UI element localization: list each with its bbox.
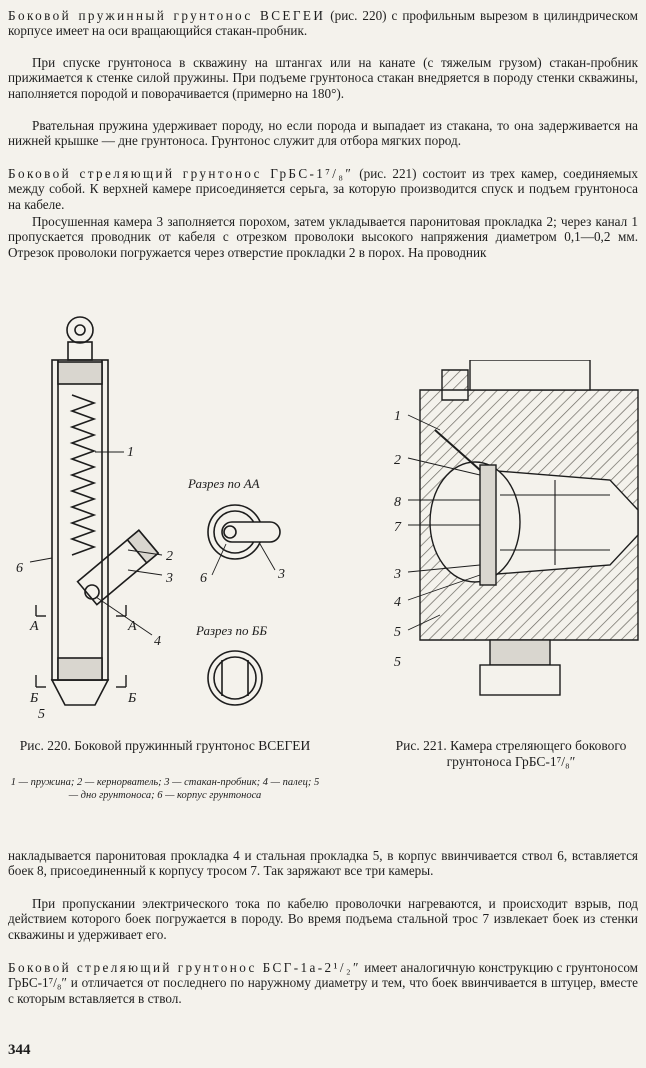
fig220-caption: Рис. 220. Боковой пружинный грунтонос ВС… <box>19 738 311 753</box>
fig221-label-7: 7 <box>394 520 402 535</box>
figure-221-drawing: 1 2 8 7 3 4 5 5 <box>393 360 639 696</box>
fig220-legend: 1 — пружина; 2 — кернорватель; 3 — стака… <box>10 777 320 801</box>
fig221-caption: Рис. 221. Камера стреляющего бокового гр… <box>395 738 627 769</box>
paragraph-2: При спуске грунтоноса в скважину на штан… <box>8 55 638 101</box>
fig220-section-bb-title: Разрез по ББ <box>195 623 267 638</box>
fig220-label-6: 6 <box>16 561 23 576</box>
fig220-label-4: 4 <box>154 634 161 649</box>
fig221-label-3: 3 <box>393 567 401 582</box>
fig220-section-a-left: А <box>29 619 39 634</box>
fig220-aa-label-3: 3 <box>277 567 285 582</box>
fig220-section-a-right: А <box>127 619 137 634</box>
paragraph-3: Рвательная пружина удерживает породу, но… <box>8 118 638 149</box>
fig220-label-1: 1 <box>127 445 134 460</box>
fig221-label-5a: 5 <box>394 625 401 640</box>
paragraph-7: При пропускании электрического тока по к… <box>8 896 638 942</box>
fig221-label-1: 1 <box>394 409 401 424</box>
fig220-label-2: 2 <box>166 549 173 564</box>
paragraph-5: Просушенная камера 3 заполняется порохом… <box>8 214 638 260</box>
fig221-label-8: 8 <box>394 495 401 510</box>
fig220-label-3: 3 <box>165 571 173 586</box>
paragraph-6: накладывается паронитовая прокладка 4 и … <box>8 848 638 879</box>
fig221-label-2: 2 <box>394 453 401 468</box>
paragraph-4: Боковой стреляющий грунтонос ГрБС-1⁷/₈″ … <box>8 166 638 212</box>
fig221-label-5b: 5 <box>394 655 401 670</box>
paragraph-1: Боковой пружинный грунтонос ВСЕГЕИ (рис.… <box>8 8 638 39</box>
fig220-section-b-left: Б <box>29 691 38 706</box>
fig220-section-aa-title: Разрез по АА <box>187 476 260 491</box>
fig220-aa-label-6: 6 <box>200 571 207 586</box>
paragraph-8: Боковой стреляющий грунтонос БСГ-1а-2¹/₂… <box>8 960 639 1006</box>
page-number: 344 <box>8 1042 31 1058</box>
fig220-section-b-right: Б <box>127 691 136 706</box>
fig220-label-5: 5 <box>38 707 45 722</box>
figure-220-drawing: 1 2 3 4 5 6 А А Б Б Разрез по АА 6 3 Раз… <box>16 316 285 722</box>
fig221-label-4: 4 <box>394 595 401 610</box>
